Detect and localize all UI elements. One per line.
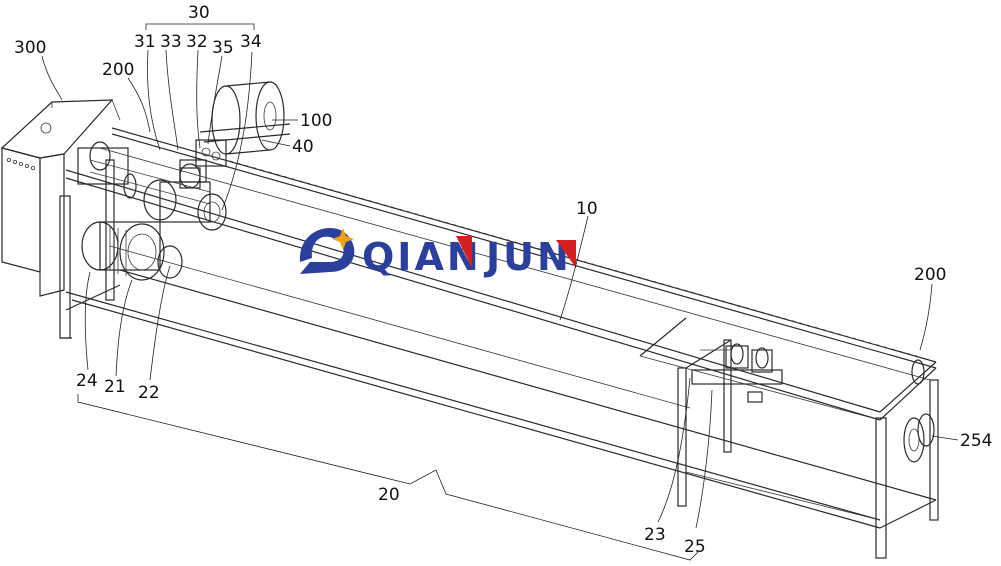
watermark-accent-right (556, 240, 576, 268)
label-24: 24 (76, 371, 98, 391)
label-31: 31 (134, 32, 156, 52)
wire-spool (179, 81, 291, 183)
label-21: 21 (104, 377, 126, 397)
label-23: 23 (644, 525, 666, 545)
reference-labels: 30 31 33 32 35 34 300 200 100 40 10 200 … (14, 3, 992, 557)
label-34: 34 (240, 32, 262, 52)
watermark-emblem (299, 227, 355, 274)
label-300: 300 (14, 38, 46, 58)
leader-lines (41, 23, 959, 561)
handwheel (903, 359, 935, 463)
label-100: 100 (300, 111, 332, 131)
label-33: 33 (160, 32, 182, 52)
watermark-text-right: JUN (483, 235, 572, 279)
label-200-left: 200 (102, 60, 134, 80)
label-25: 25 (684, 537, 706, 557)
tail-carriage (639, 343, 881, 421)
cooling-fins (109, 226, 127, 276)
drive-assembly (77, 141, 227, 281)
label-20: 20 (378, 485, 400, 505)
label-35: 35 (212, 38, 234, 58)
label-22: 22 (138, 383, 160, 403)
watermark-accent (456, 236, 472, 268)
label-10: 10 (576, 199, 598, 219)
watermark-logo: QIAN JUN (299, 227, 576, 279)
control-box (0, 99, 121, 297)
label-200-right: 200 (914, 265, 946, 285)
label-40: 40 (292, 137, 314, 157)
label-32: 32 (186, 32, 208, 52)
indicator-lights (7, 157, 35, 170)
main-frame (59, 127, 939, 559)
label-30: 30 (188, 3, 210, 23)
label-254: 254 (960, 431, 992, 451)
